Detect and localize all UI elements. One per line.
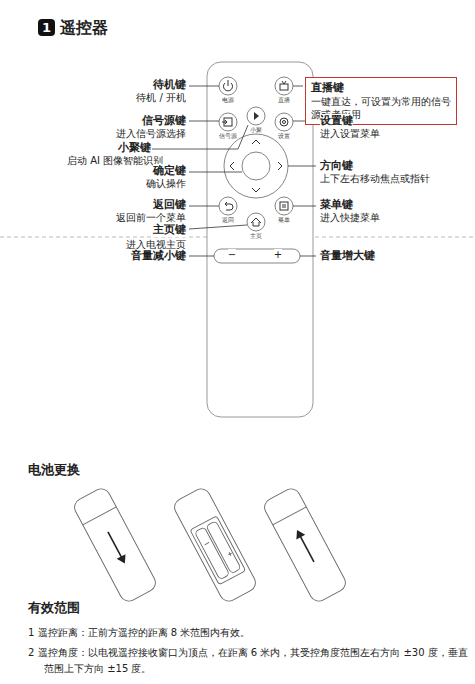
key-name: 信号源键 [142,114,186,128]
button-label: 小聚 [250,126,262,134]
key-description: 待机 / 开机 [136,92,186,105]
key-name: 1 [42,20,51,35]
section-heading: 电池更换 [28,462,80,478]
key-name: 待机键 [153,78,186,92]
page-title: 遥控器 [60,18,108,38]
key-name: 设置键 [320,114,353,128]
key-name: 直播键 [311,81,451,95]
key-name: 主页键 [153,223,186,237]
key-name: 方向键 [320,159,353,173]
volume-symbol: + [274,249,282,262]
key-description: 进入快捷菜单 [320,212,380,225]
button-label: 直播 [278,96,290,104]
volume-symbol: − [228,249,236,262]
key-name: 音量增大键 [320,249,375,263]
key-name: 返回键 [153,198,186,212]
button-label: 主页 [250,232,262,240]
button-label: 设置 [278,132,290,140]
button-label: 菜单 [278,216,290,224]
button-label: 信号源 [219,132,237,140]
key-description: 进入信号源选择 [116,128,186,141]
key-name: 确定键 [153,164,186,178]
key-description: 进入设置菜单 [320,128,380,141]
note-text: 2 遥控角度：以电视遥控接收窗口为顶点，在距离 6 米内，其受控角度范围左右方向… [28,645,468,677]
section-heading: 有效范围 [28,600,80,616]
key-description: 启动 AI 图像智能识别 [67,155,163,168]
button-label: 电源 [222,96,234,104]
key-name: 音量减小键 [131,249,186,263]
button-label: 返回 [222,216,234,224]
key-description: 确认操作 [146,178,186,191]
key-name: 小聚键 [118,141,151,155]
section-number-badge: 1 [38,19,55,36]
note-text: 1 遥控距离：正前方遥控的距离 8 米范围内有效。 [28,625,468,641]
key-description: 上下左右移动焦点或指针 [320,173,430,186]
key-name: 菜单键 [320,198,353,212]
